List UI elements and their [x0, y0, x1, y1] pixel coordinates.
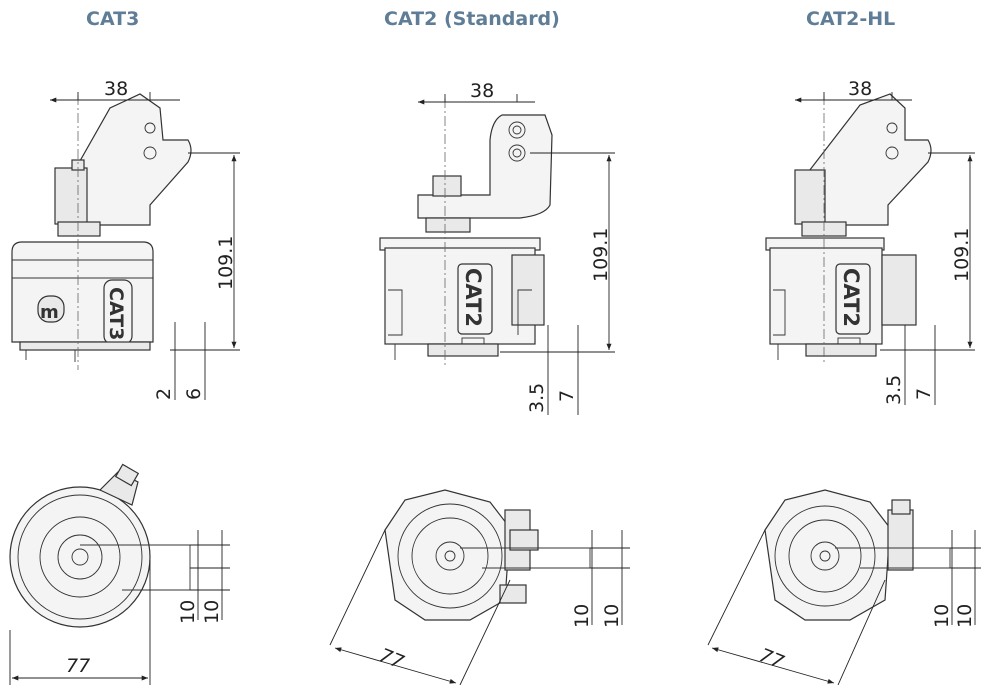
cat2-dim-3-5: 3.5	[526, 383, 548, 413]
cat3-bottom-dim-b: 10	[201, 600, 223, 624]
cat2hl-body-label: CAT2	[839, 268, 863, 327]
cat2-bottom-view: 10 10 77	[329, 489, 630, 685]
cat3-dim-109: 109.1	[215, 236, 237, 290]
cat2-dim-38: 38	[470, 80, 494, 102]
cat3-side-view: m CAT3 38 109.1 2 6	[11, 78, 240, 400]
cat2-bottom-dim-a: 10	[571, 604, 593, 628]
cat3-body-label: CAT3	[105, 287, 127, 340]
cat3-bottom-dim-a: 10	[177, 600, 199, 624]
cat2hl-dim-38: 38	[848, 78, 872, 100]
cat2hl-bottom-dim-b: 10	[954, 604, 976, 628]
svg-text:m: m	[40, 302, 59, 323]
cat2hl-dim-109: 109.1	[951, 228, 973, 282]
cat2-dim-109: 109.1	[590, 228, 612, 282]
cat2-dim-77: 77	[376, 644, 407, 673]
cat2-body-label: CAT2	[461, 268, 485, 327]
cat2-bottom-dim-b: 10	[601, 604, 623, 628]
cat2hl-dim-7: 7	[913, 388, 935, 400]
cat2hl-bottom-view: 10 10 77	[707, 489, 981, 685]
cat2hl-side-view: CAT2 38 109.1 3.5 7	[765, 78, 975, 405]
cat3-dim-6: 6	[183, 388, 205, 400]
title-cat2-standard: CAT2 (Standard)	[384, 8, 560, 30]
cat3-dim-2: 2	[153, 388, 175, 400]
cat2hl-dim-3-5: 3.5	[883, 375, 905, 405]
cat3-bottom-view: 10 10 77	[9, 463, 230, 685]
cat3-dim-38: 38	[104, 78, 128, 100]
cat3-dim-77: 77	[66, 655, 90, 677]
title-cat3: CAT3	[86, 8, 140, 30]
cat2hl-dim-77: 77	[756, 644, 787, 673]
cat2hl-bottom-dim-a: 10	[931, 604, 953, 628]
cat2-dim-7: 7	[556, 390, 578, 402]
title-cat2-hl: CAT2-HL	[806, 8, 896, 30]
cat2-side-view: CAT2 38 109.1 3.5 7	[379, 80, 615, 415]
